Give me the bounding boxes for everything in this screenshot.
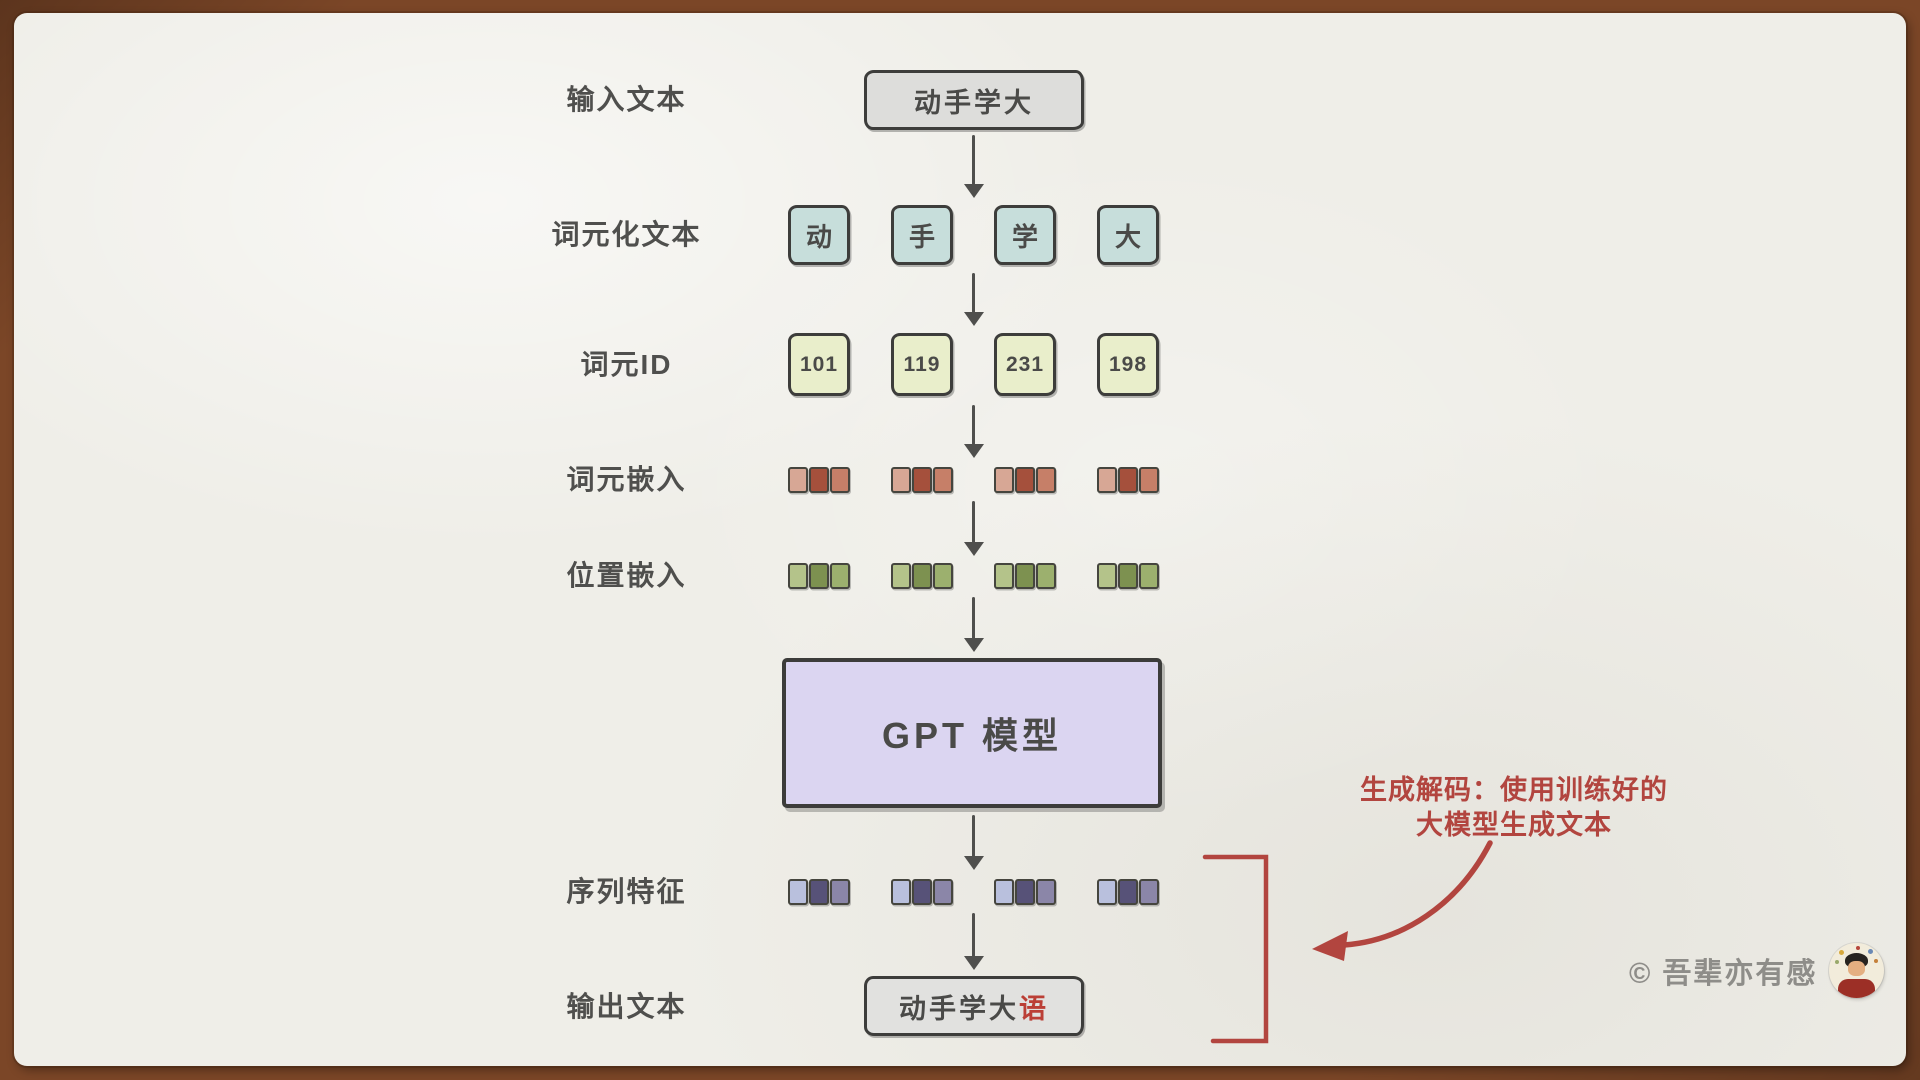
embedding-cell bbox=[830, 563, 850, 589]
label-position-embedding: 位置嵌入 bbox=[566, 560, 687, 591]
label-token-embedding: 词元嵌入 bbox=[566, 464, 687, 495]
sequence-feature-group bbox=[994, 879, 1056, 905]
down-arrow bbox=[972, 273, 975, 313]
embedding-cell bbox=[1015, 563, 1035, 589]
token-id-value: 101 bbox=[799, 352, 839, 376]
output-text-box: 动手学大语 bbox=[864, 976, 1084, 1036]
embedding-cell bbox=[788, 879, 808, 905]
embedding-cell bbox=[1118, 563, 1138, 589]
embedding-cell bbox=[891, 563, 911, 589]
embedding-cell bbox=[1015, 879, 1035, 905]
embedding-cell bbox=[933, 563, 953, 589]
embedding-cell bbox=[1097, 467, 1117, 493]
embedding-cell bbox=[1097, 563, 1117, 589]
embedding-cell bbox=[809, 467, 829, 493]
paper-canvas: 输入文本 词元化文本 词元ID 词元嵌入 位置嵌入 序列特征 输出文本 动手学大… bbox=[14, 13, 1906, 1066]
embedding-cell bbox=[788, 467, 808, 493]
token-box: 手 bbox=[891, 205, 953, 265]
token-box: 大 bbox=[1097, 205, 1159, 265]
embedding-cell bbox=[933, 879, 953, 905]
annotation-line2: 大模型生成文本 bbox=[1416, 810, 1612, 840]
curved-arrow-icon bbox=[1312, 840, 1493, 961]
annotation-line1: 生成解码：使用训练好的 bbox=[1360, 775, 1668, 805]
down-arrow bbox=[972, 913, 975, 957]
embedding-cell bbox=[809, 563, 829, 589]
down-arrow bbox=[972, 501, 975, 543]
token-embedding-group bbox=[1097, 467, 1159, 493]
token-embedding-group bbox=[788, 467, 850, 493]
avatar bbox=[1829, 943, 1885, 998]
embedding-cell bbox=[1139, 563, 1159, 589]
embedding-cell bbox=[912, 879, 932, 905]
sequence-feature-group bbox=[788, 879, 850, 905]
bracket bbox=[1202, 854, 1269, 1044]
embedding-cell bbox=[912, 563, 932, 589]
label-token-id: 词元ID bbox=[580, 349, 673, 380]
gpt-model-box: GPT 模型 bbox=[782, 658, 1162, 808]
gpt-model-label: GPT 模型 bbox=[881, 715, 1062, 756]
token-id-value: 198 bbox=[1108, 352, 1148, 376]
output-text-prefix: 动手学大 bbox=[899, 993, 1019, 1024]
sequence-feature-group bbox=[891, 879, 953, 905]
token-embedding-group bbox=[994, 467, 1056, 493]
embedding-cell bbox=[994, 879, 1014, 905]
token-embedding-group bbox=[891, 467, 953, 493]
embedding-cell bbox=[1036, 879, 1056, 905]
down-arrow bbox=[972, 815, 975, 857]
embedding-cell bbox=[933, 467, 953, 493]
token-box: 动 bbox=[788, 205, 850, 265]
embedding-cell bbox=[1036, 467, 1056, 493]
embedding-cell bbox=[1036, 563, 1056, 589]
embedding-cell bbox=[891, 879, 911, 905]
token-id-box: 101 bbox=[788, 333, 850, 396]
embedding-cell bbox=[1139, 467, 1159, 493]
token-char: 大 bbox=[1114, 221, 1141, 252]
token-char: 手 bbox=[908, 221, 935, 252]
embedding-cell bbox=[830, 467, 850, 493]
output-text-highlight: 语 bbox=[1019, 993, 1049, 1024]
token-box: 学 bbox=[994, 205, 1056, 265]
position-embedding-group bbox=[1097, 563, 1159, 589]
embedding-cell bbox=[994, 467, 1014, 493]
token-id-value: 231 bbox=[1005, 352, 1045, 376]
position-embedding-group bbox=[994, 563, 1056, 589]
embedding-cell bbox=[830, 879, 850, 905]
embedding-cell bbox=[994, 563, 1014, 589]
input-text-value: 动手学大 bbox=[914, 87, 1034, 118]
sequence-feature-group bbox=[1097, 879, 1159, 905]
embedding-cell bbox=[1097, 879, 1117, 905]
watermark-text: © 吾辈亦有感 bbox=[1629, 957, 1818, 990]
watermark: © 吾辈亦有感 bbox=[1629, 943, 1885, 998]
label-sequence-features: 序列特征 bbox=[566, 876, 687, 907]
label-tokenized-text: 词元化文本 bbox=[551, 219, 702, 250]
position-embedding-group bbox=[788, 563, 850, 589]
embedding-cell bbox=[809, 879, 829, 905]
token-id-value: 119 bbox=[903, 352, 941, 376]
embedding-cell bbox=[1139, 879, 1159, 905]
token-char: 动 bbox=[805, 221, 832, 252]
down-arrow bbox=[972, 135, 975, 185]
token-id-box: 231 bbox=[994, 333, 1056, 396]
token-id-box: 119 bbox=[891, 333, 953, 396]
output-text-value: 动手学大语 bbox=[899, 987, 1049, 1026]
down-arrow bbox=[972, 597, 975, 639]
label-input-text: 输入文本 bbox=[566, 84, 687, 115]
embedding-cell bbox=[1015, 467, 1035, 493]
embedding-cell bbox=[1118, 879, 1138, 905]
embedding-cell bbox=[891, 467, 911, 493]
down-arrow bbox=[972, 405, 975, 445]
annotation-text: 生成解码：使用训练好的 大模型生成文本 bbox=[1344, 773, 1684, 843]
token-id-box: 198 bbox=[1097, 333, 1159, 396]
embedding-cell bbox=[912, 467, 932, 493]
input-text-box: 动手学大 bbox=[864, 70, 1084, 130]
embedding-cell bbox=[788, 563, 808, 589]
token-char: 学 bbox=[1011, 221, 1038, 252]
label-output-text: 输出文本 bbox=[566, 991, 687, 1022]
embedding-cell bbox=[1118, 467, 1138, 493]
position-embedding-group bbox=[891, 563, 953, 589]
